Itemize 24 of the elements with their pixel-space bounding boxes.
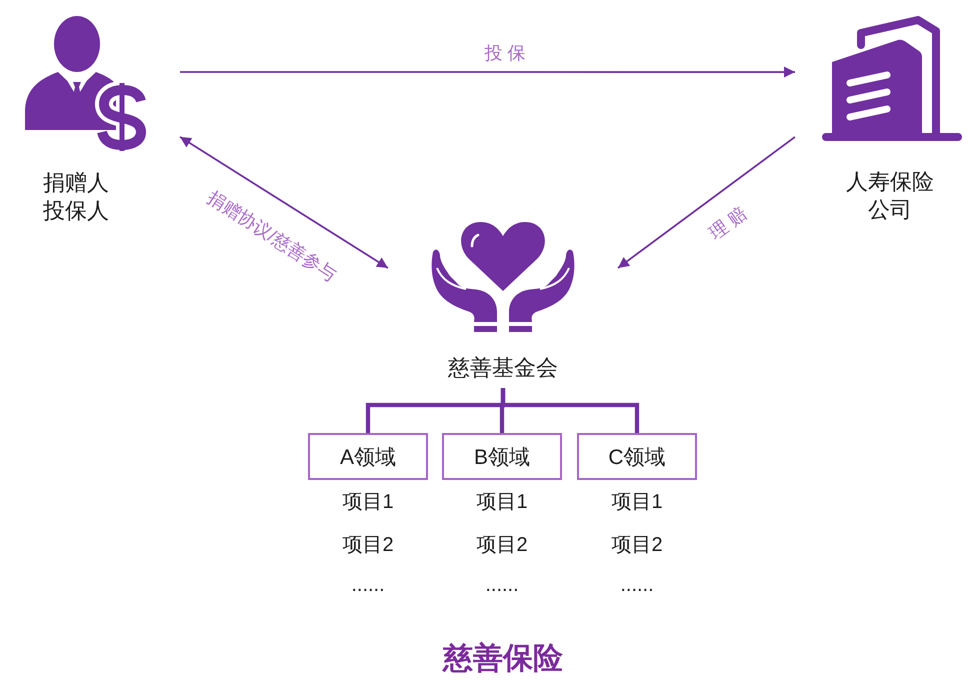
category-box: C领域 <box>577 433 697 480</box>
arrow <box>180 66 795 78</box>
list-item: 项目1 <box>476 490 528 514</box>
node-label: 人寿保险公司 <box>845 168 935 224</box>
edge-label: 捐赠协议/慈善参与 <box>204 186 340 286</box>
list-item: 项目2 <box>611 533 663 557</box>
node-label: 慈善基金会 <box>448 354 558 382</box>
node-label: 投保人 <box>43 197 109 225</box>
list-item: 项目2 <box>342 533 394 557</box>
list-item: 项目1 <box>342 490 394 514</box>
list-item: 项目1 <box>611 490 663 514</box>
list-item: ...... <box>620 573 654 597</box>
list-item: ...... <box>351 573 385 597</box>
caption: 慈善保险 <box>443 642 563 676</box>
arrow <box>180 136 388 269</box>
list-item: 项目2 <box>476 533 528 557</box>
connector-line <box>500 388 640 433</box>
category-box: B领域 <box>442 433 562 480</box>
arrow <box>617 136 796 269</box>
category-box: A领域 <box>308 433 428 480</box>
list-item: ...... <box>485 573 519 597</box>
node-label: 捐赠人 <box>43 169 109 197</box>
edge-label: 理 赔 <box>704 202 752 244</box>
edge-label: 投 保 <box>484 42 526 64</box>
